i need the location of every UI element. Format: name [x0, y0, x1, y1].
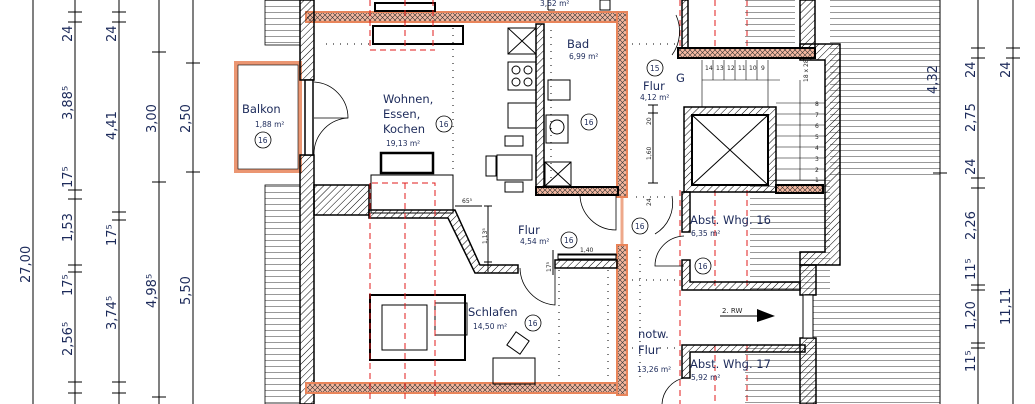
stair-step-1: 1	[815, 177, 819, 184]
dim-left-8: 4,41	[105, 111, 120, 140]
stair-step-5: 5	[815, 134, 819, 141]
dim-right-10: 11,11	[999, 288, 1014, 325]
wohnen-label-1: Wohnen,	[383, 92, 433, 106]
inner-dimensions: 65⁵ 1,13⁵ 1,40 17⁵ 20 1,60 24	[455, 104, 658, 275]
flur-top-area: 4,12 m²	[640, 93, 669, 102]
schlafen-label: Schlafen	[468, 305, 518, 319]
dim-left-2: 3,88⁵	[61, 86, 76, 120]
stair-step-11: 11	[738, 65, 746, 72]
stair-step-10: 10	[749, 65, 757, 72]
wohnen-unit: 16	[439, 120, 449, 129]
bad-unit: 16	[584, 118, 594, 127]
dimension-lines-right: 4,32 24 2,75 24 2,26 11⁵ 1,20 11⁵ 24 11,…	[926, 0, 1020, 404]
dim-left-9: 17⁵	[105, 224, 120, 246]
dim-total-left: 27,00	[19, 246, 34, 283]
stair-step-8: 8	[815, 101, 819, 108]
dim-left-11: 3,00	[145, 104, 160, 133]
dim-140: 1,40	[580, 247, 594, 254]
stair-step-12: 12	[727, 65, 735, 72]
dim-left-10: 3,74⁵	[105, 296, 120, 330]
dim-right-4: 24	[964, 158, 979, 175]
bad-area: 6,99 m²	[569, 52, 598, 61]
stair-step-2: 2	[815, 167, 819, 174]
balkon-area: 1,88 m²	[255, 120, 284, 129]
notw-area: 13,26 m²	[637, 365, 671, 374]
dim-right-7: 1,20	[964, 301, 979, 330]
stair-step-13: 13	[716, 65, 724, 72]
dim-left-6: 2,56⁵	[61, 322, 76, 356]
dim-right-2: 24	[964, 61, 979, 78]
dim-left-5: 17⁵	[61, 274, 76, 296]
wohnen-label-2: Essen,	[383, 107, 420, 121]
wohnen-label-3: Kochen	[383, 122, 425, 136]
furniture	[369, 0, 611, 385]
top-room-area: 3,62 m²	[540, 0, 569, 8]
stair-step-3: 3	[815, 156, 819, 163]
dim-1135: 1,13⁵	[482, 228, 489, 244]
flur-unit: 16	[564, 236, 574, 245]
abst17-label: Abst. Whg. 17	[690, 357, 771, 371]
stair-ratio: 18 x 28	[803, 59, 810, 82]
balkon-unit: 16	[258, 136, 268, 145]
stair-step-14: 14	[705, 65, 713, 72]
staircase: 14 13 12 11 10 9 8 7 6 5 4 3 2 1 18 x 28	[677, 0, 940, 404]
dim-right-8: 11⁵	[964, 350, 979, 372]
door-unit: 16	[635, 222, 645, 231]
wohnen-area: 19,13 m²	[386, 139, 420, 148]
dim-175: 17⁵	[546, 261, 553, 272]
axis-lines	[369, 0, 748, 404]
stair-step-4: 4	[815, 145, 819, 152]
dim-right-9: 24	[999, 61, 1014, 78]
outer-walls	[299, 0, 628, 404]
dim-20: 20	[646, 117, 653, 125]
stair-step-6: 6	[815, 123, 819, 130]
abst16-label: Abst. Whg. 16	[690, 213, 771, 227]
abst16-unit: 16	[698, 262, 708, 271]
dim-left-7: 24	[105, 25, 120, 42]
dim-left-14: 5,50	[179, 276, 194, 305]
dim-left-13: 2,50	[179, 104, 194, 133]
schlafen-unit: 16	[528, 319, 538, 328]
dim-right-5: 2,26	[964, 211, 979, 240]
dim-right-1: 4,32	[926, 65, 941, 94]
flur-area: 4,54 m²	[520, 237, 549, 246]
notw-label-1: notw.	[638, 327, 669, 341]
dim-left-4: 1,53	[61, 213, 76, 242]
flur-top-label: Flur	[643, 79, 665, 93]
escape-route-label: 2. RW	[722, 307, 742, 315]
abst16-area: 6,35 m²	[691, 229, 720, 238]
abst17-area: 5,92 m²	[691, 373, 720, 382]
dimension-lines-left: 27,00 24 3,88⁵ 17⁵ 1,53 17⁵ 2,56⁵ 24 4,4…	[19, 0, 200, 404]
flur-label: Flur	[518, 223, 540, 237]
dim-24: 24	[646, 198, 653, 206]
room-labels: 3,62 m² Bad 6,99 m² 16 Wohnen, Essen, Ko…	[383, 0, 771, 382]
escape-route-arrow: 2. RW	[720, 307, 775, 322]
neighbour-area-bottom	[264, 184, 301, 404]
flur-top-unit: 15	[650, 64, 660, 73]
dim-160: 1,60	[646, 146, 653, 160]
dim-left-3: 17⁵	[61, 166, 76, 188]
neighbour-area-top	[264, 0, 301, 46]
bad-label: Bad	[567, 37, 589, 51]
doors	[313, 14, 685, 404]
balcony: Balkon 1,88 m² 16	[234, 61, 302, 173]
dim-right-6: 11⁵	[964, 258, 979, 280]
balkon-label: Balkon	[242, 102, 281, 116]
dim-left-1: 24	[61, 25, 76, 42]
schlafen-area: 14,50 m²	[473, 322, 507, 331]
dim-655: 65⁵	[462, 198, 473, 205]
flur-top-mark: G	[676, 71, 685, 85]
dim-right-3: 2,75	[964, 103, 979, 132]
stair-step-7: 7	[815, 112, 819, 119]
notw-label-2: Flur	[638, 343, 660, 357]
dim-left-12: 4,98⁵	[145, 274, 160, 308]
stair-step-9: 9	[761, 65, 765, 72]
